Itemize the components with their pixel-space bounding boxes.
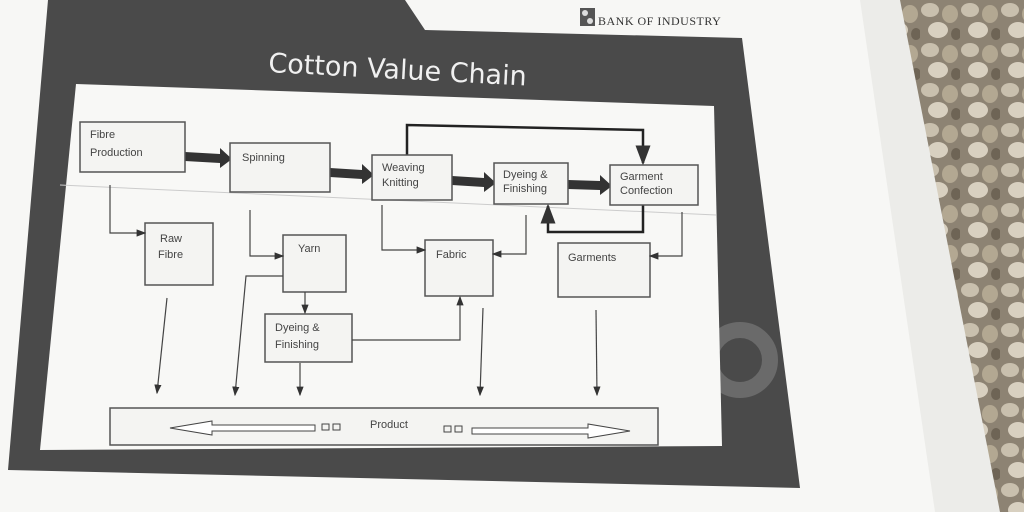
svg-text:Yarn: Yarn [298, 243, 320, 255]
stage-garment-confection: Garment Confection [609, 164, 699, 206]
svg-text:Dyeing &: Dyeing & [503, 169, 548, 181]
stage-spinning: Spinning [229, 142, 331, 193]
connector-lines [109, 185, 683, 397]
stage-dyeing-finishing: Dyeing & Finishing [493, 162, 569, 205]
stage-fibre-production: Fibre Production [79, 121, 186, 173]
output-yarn: Yarn [282, 234, 347, 293]
product-bar: Product [109, 407, 659, 446]
stage-weaving-knitting: Weaving Knitting [371, 154, 453, 201]
svg-text:Weaving: Weaving [382, 162, 425, 174]
svg-text:Dyeing &: Dyeing & [275, 322, 320, 334]
svg-text:Fibre: Fibre [158, 249, 183, 261]
svg-text:Garments: Garments [568, 252, 617, 264]
svg-text:Finishing: Finishing [503, 183, 547, 195]
svg-text:Fibre: Fibre [90, 129, 115, 141]
brand-logo [580, 8, 595, 26]
output-raw-fibre: Raw Fibre [144, 222, 214, 286]
svg-text:Finishing: Finishing [275, 339, 319, 351]
svg-text:Fabric: Fabric [436, 249, 467, 261]
svg-text:Knitting: Knitting [382, 177, 419, 189]
main-flow-arrows [185, 148, 612, 195]
svg-text:Production: Production [90, 147, 143, 159]
product-label: Product [370, 419, 408, 431]
output-fabric: Fabric [424, 239, 494, 297]
output-garments: Garments [557, 242, 651, 298]
svg-text:Confection: Confection [620, 185, 673, 197]
output-dyeing-finishing: Dyeing & Finishing [264, 313, 353, 363]
svg-text:Raw: Raw [160, 233, 182, 245]
brand-name: BANK OF INDUSTRY [598, 14, 721, 28]
svg-text:Garment: Garment [620, 171, 663, 183]
svg-text:Spinning: Spinning [242, 152, 285, 164]
